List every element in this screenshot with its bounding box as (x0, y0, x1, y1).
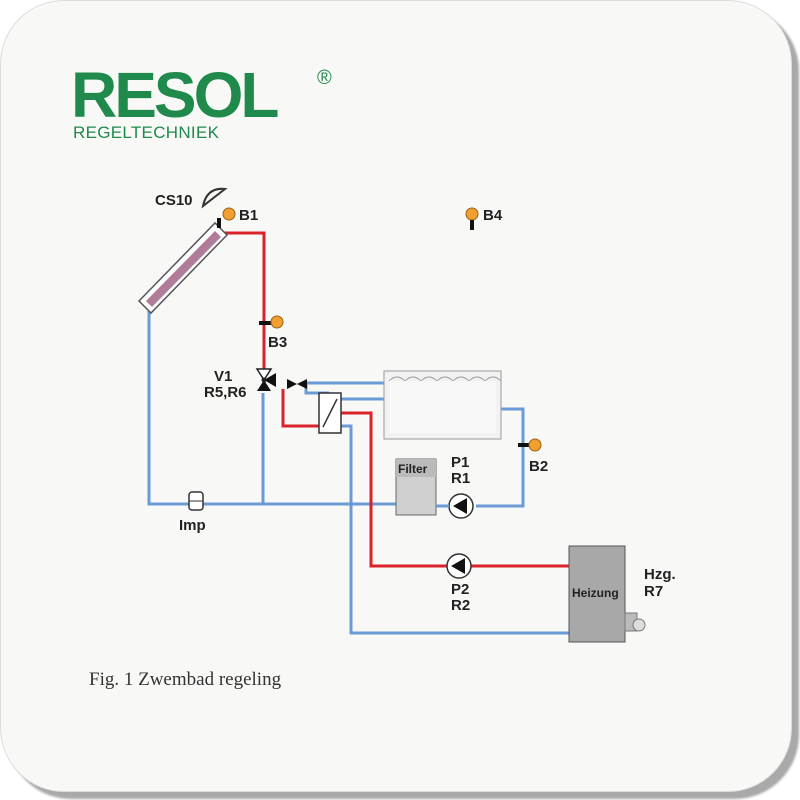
v1-relays-label: R5,R6 (204, 384, 247, 401)
r2-label: R2 (451, 597, 470, 614)
heat-exchanger-icon (318, 392, 342, 434)
b4-label: B4 (483, 207, 503, 224)
collector-flow-pipe (223, 231, 266, 369)
filter-unit (395, 458, 437, 516)
three-way-valve-icon (255, 368, 276, 391)
check-valve-icon (287, 379, 307, 389)
exchanger-flow-pipe (281, 389, 319, 428)
b3-label: B3 (268, 334, 287, 351)
pool-heating-diagram: CS10 B1 B4 B3 V1 R5,R6 (137, 187, 676, 643)
filter-label: Filter (398, 462, 428, 476)
pool-return-pipe (476, 407, 525, 508)
figure-caption: Fig. 1 Zwembad regeling (89, 669, 282, 690)
p1-label: P1 (451, 454, 469, 471)
resol-logo: RESOL ® REGELTECHNIEK (71, 59, 332, 142)
hzg-label: Hzg. (644, 566, 676, 583)
sensor-b3-icon (259, 315, 284, 329)
logo-registered-mark: ® (317, 67, 332, 89)
heater-unit (568, 545, 646, 643)
swimming-pool (383, 370, 502, 440)
pool-inlet-pipe (304, 381, 384, 395)
cold-pipes (147, 309, 569, 635)
sensor-b4-icon (465, 207, 479, 230)
flow-meter-icon (188, 491, 204, 511)
v1-label: V1 (214, 368, 232, 385)
b1-label: B1 (239, 207, 258, 224)
heater-label: Heizung (572, 586, 619, 600)
logo-wordmark: RESOL (71, 59, 279, 131)
pump-p2-icon (446, 553, 472, 579)
heater-return-pipe (341, 424, 569, 635)
sensor-b2-icon (518, 438, 542, 452)
b2-label: B2 (529, 458, 548, 475)
r7-label: R7 (644, 583, 663, 600)
cs10-label: CS10 (155, 192, 193, 209)
r1-label: R1 (451, 470, 470, 487)
solar-collector (137, 221, 229, 315)
irradiation-sensor-icon (201, 187, 228, 209)
sensor-b1-icon (217, 207, 236, 228)
pump-p1-icon (448, 493, 474, 519)
logo-subtitle: REGELTECHNIEK (73, 123, 220, 142)
p2-label: P2 (451, 581, 469, 598)
imp-label: Imp (179, 517, 206, 534)
collector-return-pipe (147, 309, 267, 506)
